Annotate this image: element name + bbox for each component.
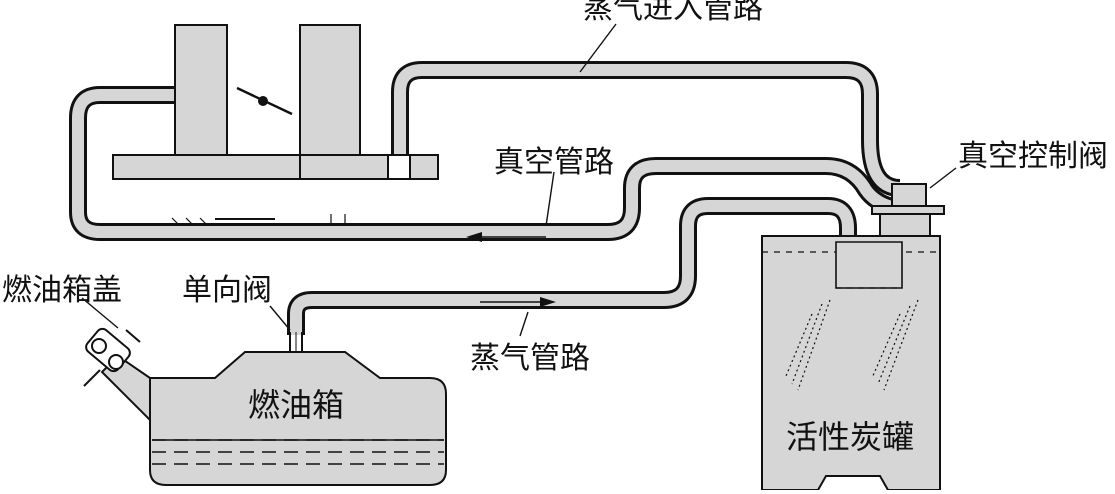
vacuum-flow-arrow	[466, 232, 546, 242]
check-valve-label: 单向阀	[182, 273, 272, 308]
vacuum-control-valve	[871, 183, 945, 237]
fuel-tank	[149, 351, 447, 486]
vapor-pipe-label: 蒸气管路	[470, 341, 590, 376]
vapor-inlet-pipe-label: 蒸气进入管路	[583, 0, 763, 26]
fuel-tank-label: 燃油箱	[248, 386, 344, 424]
carbon-canister-label: 活性炭罐	[786, 418, 914, 456]
vacuum-control-valve-label: 真空控制阀	[958, 139, 1108, 174]
vapor-pipe	[287, 197, 857, 335]
vapor-flow-arrow	[480, 297, 556, 307]
vacuum-pipe-label: 真空管路	[494, 145, 614, 180]
vapor-inlet-pipe	[391, 61, 901, 197]
throttle-body	[112, 24, 439, 180]
check-valve	[289, 332, 303, 352]
throttle-plate	[236, 86, 293, 116]
pipe-hatch-marks	[171, 214, 346, 226]
vacuum-pipe	[69, 86, 899, 241]
fuel-cap-label: 燃油箱盖	[2, 273, 122, 308]
fuel-cap	[83, 327, 141, 387]
carbon-canister	[761, 235, 941, 491]
leader-lines	[81, 23, 957, 337]
